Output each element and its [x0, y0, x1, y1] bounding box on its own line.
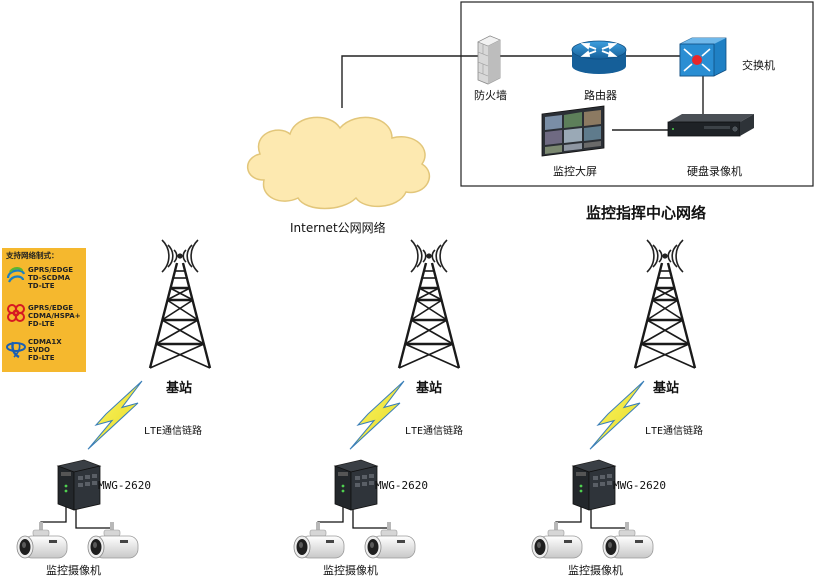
carrier-2-line-3: FD-LTE — [28, 320, 55, 328]
camera-label-2: 监控摄像机 — [323, 564, 378, 577]
base-station-tower-1 — [148, 238, 212, 370]
lte-lightning-icon-3 — [589, 380, 645, 450]
carrier-1-line-1: GPRS/EDGE — [28, 266, 73, 274]
internet-firewall-link — [341, 55, 478, 108]
base-station-tower-2 — [397, 238, 461, 370]
firewall-label: 防火墙 — [474, 89, 507, 102]
gateway-label-2: MWG-2620 — [375, 479, 428, 492]
link-label-2: LTE通信链路 — [405, 426, 464, 437]
china-unicom-logo-icon — [7, 304, 25, 322]
camera-icon-3a — [531, 521, 583, 559]
switch-label: 交换机 — [742, 59, 775, 72]
carrier-1-line-2: TD-SCDMA — [28, 274, 70, 282]
carrier-1-line-3: TD-LTE — [28, 282, 55, 290]
router-icon — [571, 40, 627, 74]
camera-label-3: 监控摄像机 — [568, 564, 623, 577]
router-label: 路由器 — [584, 89, 617, 102]
gateway-label-3: MWG-2620 — [613, 479, 666, 492]
carrier-2-standards: GPRS/EDGE CDMA/HSPA+ FD-LTE — [28, 304, 81, 328]
command-center-boundary — [460, 1, 814, 187]
carrier-3-line-3: FD-LTE — [28, 354, 55, 362]
carrier-3-standards: CDMA1X EVDO FD-LTE — [28, 338, 62, 362]
link-label-3: LTE通信链路 — [645, 426, 704, 437]
camera-icon-1a — [16, 521, 68, 559]
internet-cloud-icon — [247, 116, 431, 210]
nvr-icon — [667, 114, 754, 137]
link-label-1: LTE通信链路 — [144, 426, 203, 437]
lte-lightning-icon-2 — [349, 380, 405, 450]
tower-label-1: 基站 — [166, 381, 193, 396]
command-center-title: 监控指挥中心网络 — [586, 204, 707, 222]
carrier-3-line-2: EVDO — [28, 346, 50, 354]
gateway-device-icon-1 — [57, 459, 101, 511]
carrier-2-line-2: CDMA/HSPA+ — [28, 312, 81, 320]
firewall-icon — [477, 35, 501, 85]
internet-label: Internet公网网络 — [290, 221, 386, 235]
carrier-3-line-1: CDMA1X — [28, 338, 62, 346]
gateway-device-icon-2 — [334, 459, 378, 511]
switch-icon — [679, 37, 727, 77]
camera-label-1: 监控摄像机 — [46, 564, 101, 577]
carrier-1-standards: GPRS/EDGE TD-SCDMA TD-LTE — [28, 266, 73, 290]
video-wall-label: 监控大屏 — [553, 165, 597, 178]
china-telecom-logo-icon — [6, 341, 26, 359]
carrier-2-line-1: GPRS/EDGE — [28, 304, 73, 312]
network-support-panel: 支持网络制式： GPRS/EDGE TD-SCDMA TD-LTE GPRS/E… — [2, 248, 86, 372]
nvr-label: 硬盘录像机 — [687, 165, 742, 178]
video-wall-icon — [541, 105, 605, 157]
gateway-device-icon-3 — [572, 459, 616, 511]
gateway-label-1: MWG-2620 — [98, 479, 151, 492]
lte-lightning-icon-1 — [87, 380, 143, 450]
base-station-tower-3 — [633, 238, 697, 370]
camera-icon-2a — [293, 521, 345, 559]
tower-label-2: 基站 — [416, 381, 443, 396]
support-panel-title: 支持网络制式： — [6, 251, 59, 260]
china-mobile-logo-icon — [6, 267, 26, 283]
tower-label-3: 基站 — [653, 381, 680, 396]
